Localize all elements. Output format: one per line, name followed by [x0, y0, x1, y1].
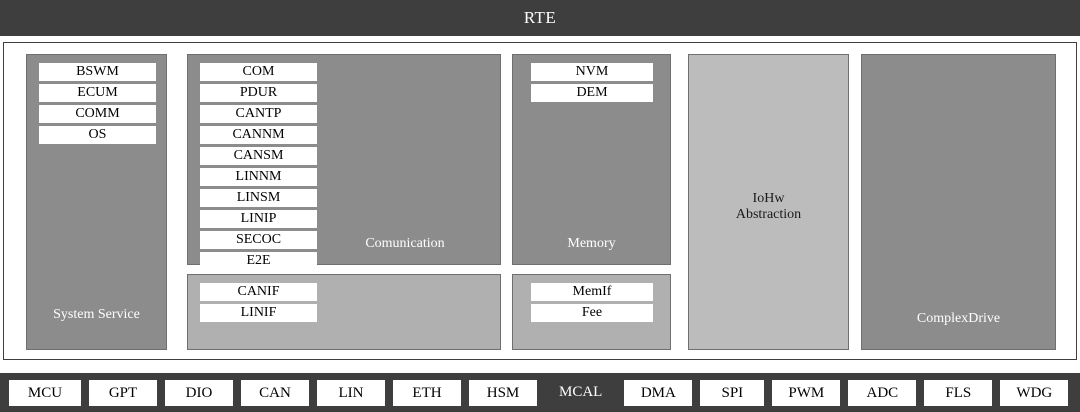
module-chip-pdur[interactable]: PDUR: [200, 84, 317, 102]
module-chip-cansm[interactable]: CANSM: [200, 147, 317, 165]
module-chip-os[interactable]: OS: [39, 126, 156, 144]
communication-module-list: COM PDUR CANTP CANNM CANSM LINNM LINSM L…: [200, 63, 317, 270]
mcal-chip-can[interactable]: CAN: [241, 379, 309, 406]
block-iohw-abstraction[interactable]: IoHw Abstraction: [688, 54, 849, 350]
block-label-iohw-abstraction-line2: Abstraction: [735, 207, 802, 222]
module-chip-ecum[interactable]: ECUM: [39, 84, 156, 102]
mcal-layer-bar: MCU GPT DIO CAN LIN ETH HSM MCAL DMA SPI…: [0, 373, 1080, 412]
communication-interface-module-list: CANIF LINIF: [200, 283, 317, 322]
mcal-chip-pwm[interactable]: PWM: [772, 379, 841, 406]
block-memory[interactable]: NVM DEM Memory: [512, 54, 671, 265]
block-complex-drive[interactable]: ComplexDrive: [861, 54, 1056, 350]
module-chip-nvm[interactable]: NVM: [531, 63, 653, 81]
module-chip-comm[interactable]: COMM: [39, 105, 156, 123]
module-chip-memif[interactable]: MemIf: [531, 283, 653, 301]
module-chip-cannm[interactable]: CANNM: [200, 126, 317, 144]
rte-layer-bar: RTE: [0, 0, 1080, 36]
module-chip-cantp[interactable]: CANTP: [200, 105, 317, 123]
module-chip-linip[interactable]: LINIP: [200, 210, 317, 228]
mcal-chip-fls[interactable]: FLS: [924, 379, 993, 406]
block-label-system-service: System Service: [53, 307, 140, 322]
block-label-communication: Comunication: [365, 236, 445, 251]
memory-interface-module-list: MemIf Fee: [531, 283, 653, 322]
system-service-module-list: BSWM ECUM COMM OS: [39, 63, 156, 144]
block-system-service[interactable]: BSWM ECUM COMM OS System Service: [26, 54, 167, 350]
mcal-layer-title: MCAL: [559, 384, 603, 400]
mcal-chip-wdg[interactable]: WDG: [1000, 379, 1069, 406]
module-chip-secoc[interactable]: SECOC: [200, 231, 317, 249]
mcal-chip-spi[interactable]: SPI: [700, 379, 765, 406]
memory-module-list: NVM DEM: [531, 63, 653, 102]
mcal-chip-adc[interactable]: ADC: [848, 379, 917, 406]
mcal-chip-lin[interactable]: LIN: [317, 379, 385, 406]
mcal-chip-hsm[interactable]: HSM: [469, 379, 537, 406]
block-label-iohw-abstraction-line1: IoHw: [752, 191, 785, 206]
block-communication[interactable]: COM PDUR CANTP CANNM CANSM LINNM LINSM L…: [187, 54, 501, 270]
block-label-iohw-abstraction: IoHw Abstraction: [689, 191, 848, 223]
block-communication-interface[interactable]: CANIF LINIF: [187, 274, 501, 350]
mcal-chip-dma[interactable]: DMA: [624, 379, 693, 406]
module-chip-fee[interactable]: Fee: [531, 304, 653, 322]
module-chip-com[interactable]: COM: [200, 63, 317, 81]
block-memory-interface[interactable]: MemIf Fee: [512, 274, 671, 350]
module-chip-e2e[interactable]: E2E: [200, 252, 317, 270]
module-chip-linif[interactable]: LINIF: [200, 304, 317, 322]
module-chip-bswm[interactable]: BSWM: [39, 63, 156, 81]
mcal-chip-eth[interactable]: ETH: [393, 379, 461, 406]
mcal-chip-dio[interactable]: DIO: [165, 379, 233, 406]
module-chip-linnm[interactable]: LINNM: [200, 168, 317, 186]
module-chip-dem[interactable]: DEM: [531, 84, 653, 102]
bsw-layer-container: BSWM ECUM COMM OS System Service COM PDU…: [3, 42, 1077, 360]
block-label-memory: Memory: [567, 236, 616, 251]
rte-layer-title: RTE: [523, 8, 557, 27]
mcal-chip-gpt[interactable]: GPT: [89, 379, 157, 406]
module-chip-canif[interactable]: CANIF: [200, 283, 317, 301]
mcal-chip-mcu[interactable]: MCU: [9, 379, 81, 406]
module-chip-linsm[interactable]: LINSM: [200, 189, 317, 207]
block-label-complex-drive: ComplexDrive: [916, 311, 1001, 326]
